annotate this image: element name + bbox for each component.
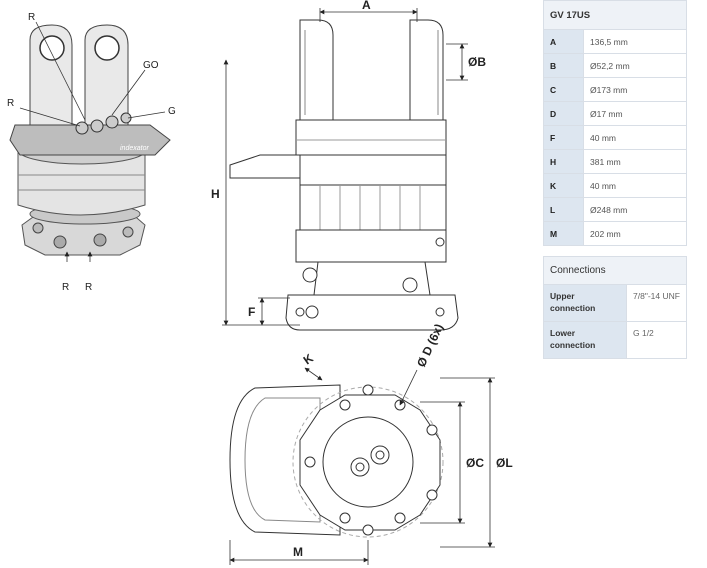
iso-callout-go: GO bbox=[143, 60, 159, 71]
dim-label-b: ØB bbox=[468, 55, 486, 69]
top-view-dimensions bbox=[229, 367, 495, 565]
connection-value: G 1/2 bbox=[626, 321, 687, 359]
svg-text:indexator: indexator bbox=[120, 145, 149, 152]
dim-label-h: H bbox=[211, 187, 220, 201]
iso-callout-r-top: R bbox=[28, 12, 35, 23]
spec-key: M bbox=[543, 221, 584, 246]
spec-key: H bbox=[543, 149, 584, 174]
spec-value: 136,5 mm bbox=[583, 29, 687, 54]
spec-table-title: GV 17US bbox=[543, 0, 687, 30]
iso-callout-r-left: R bbox=[7, 98, 14, 109]
spec-key: F bbox=[543, 125, 584, 150]
dim-label-m: M bbox=[293, 545, 303, 559]
spec-value: 40 mm bbox=[583, 173, 687, 198]
spec-value: 40 mm bbox=[583, 125, 687, 150]
spec-key: K bbox=[543, 173, 584, 198]
spec-value: 381 mm bbox=[583, 149, 687, 174]
dim-label-a: A bbox=[362, 0, 371, 12]
spec-key: L bbox=[543, 197, 584, 222]
spec-value: Ø248 mm bbox=[583, 197, 687, 222]
connections-title: Connections bbox=[543, 256, 687, 285]
dim-label-c: ØC bbox=[466, 456, 484, 470]
spec-value: Ø17 mm bbox=[583, 101, 687, 126]
spec-key: C bbox=[543, 77, 584, 102]
side-view-dimensions bbox=[222, 8, 468, 326]
iso-callout-r-bottom-2: R bbox=[85, 282, 92, 293]
side-view-drawing bbox=[229, 19, 459, 331]
dim-label-k: K bbox=[301, 351, 316, 368]
spec-value: Ø173 mm bbox=[583, 77, 687, 102]
top-view-drawing bbox=[229, 384, 444, 538]
spec-value: Ø52,2 mm bbox=[583, 53, 687, 78]
spec-value: 202 mm bbox=[583, 221, 687, 246]
connection-key: Upper connection bbox=[543, 284, 627, 322]
iso-callout-g: G bbox=[168, 106, 176, 117]
spec-key: D bbox=[543, 101, 584, 126]
isometric-rotator-render: indexator R GO R G R R bbox=[7, 12, 176, 293]
connection-key: Lower connection bbox=[543, 321, 627, 359]
iso-callout-r-bottom-1: R bbox=[62, 282, 69, 293]
spec-key: B bbox=[543, 53, 584, 78]
dim-label-f: F bbox=[248, 305, 255, 319]
dim-label-l: ØL bbox=[496, 456, 513, 470]
technical-drawing: indexator R GO R G R R bbox=[7, 0, 513, 565]
spec-key: A bbox=[543, 29, 584, 54]
connection-value: 7/8"-14 UNF bbox=[626, 284, 687, 322]
